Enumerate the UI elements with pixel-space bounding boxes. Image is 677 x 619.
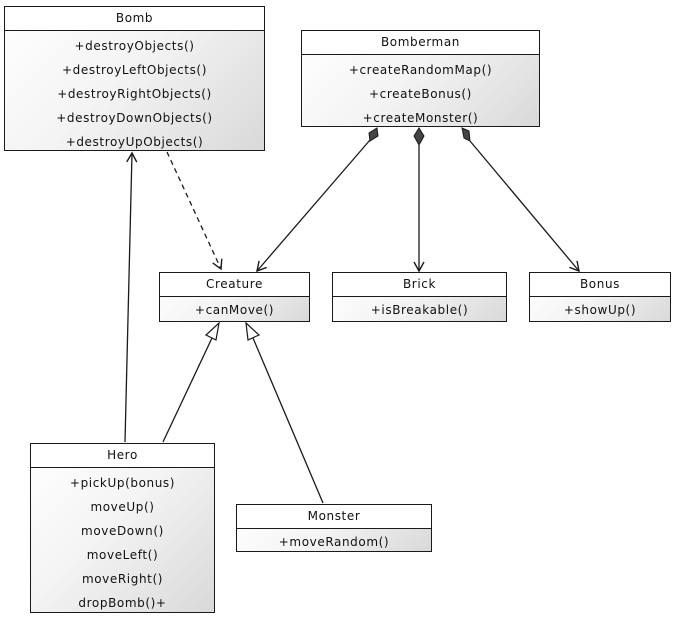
operations-list: +moveRandom() [237,529,431,555]
operations-list: +destroyObjects() +destroyLeftObjects() … [5,31,264,154]
operation: moveRight() [81,572,164,586]
diamond-bomberman-bonus [461,127,471,142]
association-hero-bomb [124,151,138,443]
class-brick: Brick +isBreakable() [332,272,507,322]
operations-list: +isBreakable() [333,297,506,323]
composition-bomberman-bonus [469,140,580,273]
operation: +showUp() [563,303,637,317]
operations-list: +showUp() [530,297,670,323]
operation: +destroyDownObjects() [56,111,213,125]
composition-bomberman-creature [256,139,371,273]
class-monster: Monster +moveRandom() [236,504,432,552]
class-bomberman: Bomberman +createRandomMap() +createBonu… [301,30,540,127]
operation: +moveRandom() [278,535,390,549]
operation: +createRandomMap() [348,63,493,77]
class-name: Bomb [5,7,264,31]
class-bonus: Bonus +showUp() [529,272,671,322]
class-creature: Creature +canMove() [159,272,310,322]
class-hero: Hero +pickUp(bonus) moveUp() moveDown() … [30,443,215,613]
operation: dropBomb()+ [78,596,167,610]
operation: +destroyUpObjects() [65,135,204,149]
operation: moveLeft() [86,548,159,562]
diamond-bomberman-brick [413,127,425,147]
inheritance-triangle-monster [245,321,261,341]
dependency-bomb-creature [166,151,223,271]
operation: +destroyRightObjects() [57,87,212,101]
class-name: Hero [31,444,214,468]
operation: +pickUp(bonus) [69,476,176,490]
operation: +destroyObjects() [74,39,195,53]
class-name: Brick [333,273,506,297]
operations-list: +canMove() [160,297,309,323]
class-name: Bonus [530,273,670,297]
operation: +canMove() [194,303,275,317]
class-name: Monster [237,505,431,529]
operation: moveDown() [81,524,164,538]
inheritance-triangle-hero [204,321,220,341]
class-bomb: Bomb +destroyObjects() +destroyLeftObjec… [4,6,265,151]
operations-list: +createRandomMap() +createBonus() +creat… [302,55,539,130]
operations-list: +pickUp(bonus) moveUp() moveDown() moveL… [31,468,214,615]
diamond-bomberman-creature [368,127,379,142]
operation: moveUp() [90,500,155,514]
operation: +destroyLeftObjects() [62,63,207,77]
generalization-monster-creature [252,337,324,504]
class-name: Creature [160,273,309,297]
operation: +isBreakable() [370,303,469,317]
class-name: Bomberman [302,31,539,55]
operation: +createMonster() [362,111,479,125]
generalization-hero-creature [162,337,213,443]
operation: +createBonus() [369,87,472,101]
